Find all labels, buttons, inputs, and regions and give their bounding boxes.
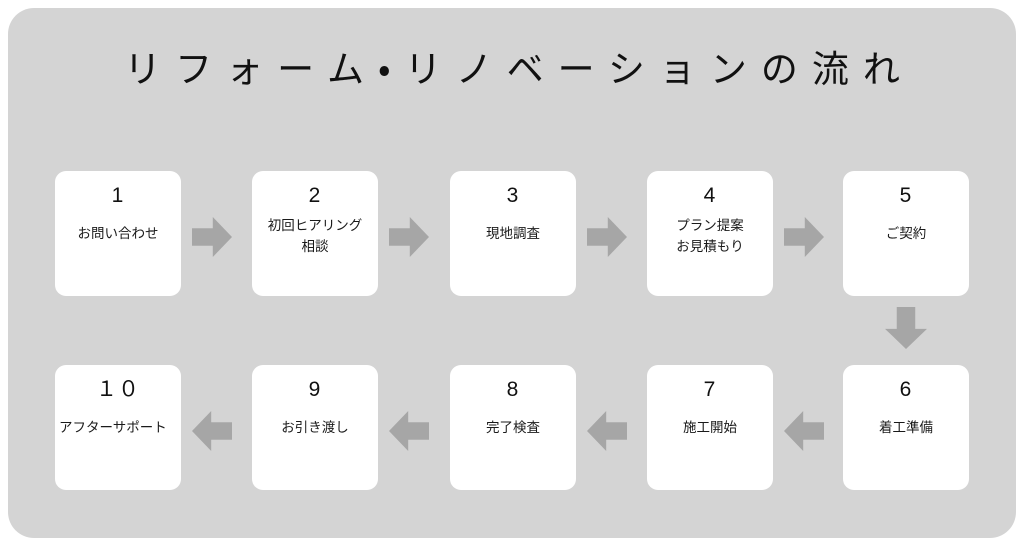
flow-node-6-number: 6 <box>899 378 913 401</box>
flow-node-9-label: お引き渡し <box>281 420 349 435</box>
flow-node-5-label: ご契約 <box>885 226 927 241</box>
flow-node-10-label: アフターサポート <box>59 420 167 435</box>
flow-node-2-number: 2 <box>308 184 322 207</box>
flow-node-2-label: 初回ヒアリング 相談 <box>252 215 378 257</box>
flow-node-4-label-line1: プラン提案 <box>676 218 744 233</box>
flow-node-3-number: 3 <box>506 184 520 207</box>
flow-node-4-label-line2: お見積もり <box>676 239 744 254</box>
flow-node-5-number: 5 <box>899 184 913 207</box>
flow-node-3[interactable]: 3 現地調査 <box>450 171 576 296</box>
flow-node-1-label: お問い合わせ <box>77 226 159 241</box>
page-title: リフォーム・リノベーションの流れ <box>124 49 914 90</box>
flow-node-2-label-line1: 初回ヒアリング <box>267 218 363 233</box>
flow-node-4[interactable]: 4 プラン提案 お見積もり <box>647 171 773 296</box>
flow-node-6[interactable]: 6 着工準備 <box>843 365 969 490</box>
flow-node-1[interactable]: 1 お問い合わせ <box>55 171 181 296</box>
flow-node-7-label: 施工開始 <box>683 420 737 435</box>
flow-node-2[interactable]: 2 初回ヒアリング 相談 <box>252 171 378 296</box>
flow-node-1-number: 1 <box>111 184 125 207</box>
flow-node-7[interactable]: 7 施工開始 <box>647 365 773 490</box>
flow-node-9-number: 9 <box>308 378 322 401</box>
flow-node-8[interactable]: 8 完了検査 <box>450 365 576 490</box>
flow-node-4-number: 4 <box>703 184 717 207</box>
flow-node-3-label: 現地調査 <box>486 226 540 241</box>
flow-node-2-label-line2: 相談 <box>301 239 329 254</box>
flow-node-8-label: 完了検査 <box>486 420 540 435</box>
flow-node-7-number: 7 <box>703 378 717 401</box>
flow-node-10[interactable]: １０ アフターサポート <box>55 365 181 490</box>
flow-node-4-label: プラン提案 お見積もり <box>647 215 773 257</box>
flow-node-9[interactable]: 9 お引き渡し <box>252 365 378 490</box>
flow-node-8-number: 8 <box>506 378 520 401</box>
flow-node-6-label: 着工準備 <box>879 420 933 435</box>
flow-node-5[interactable]: 5 ご契約 <box>843 171 969 296</box>
flow-node-10-number: １０ <box>96 378 140 401</box>
